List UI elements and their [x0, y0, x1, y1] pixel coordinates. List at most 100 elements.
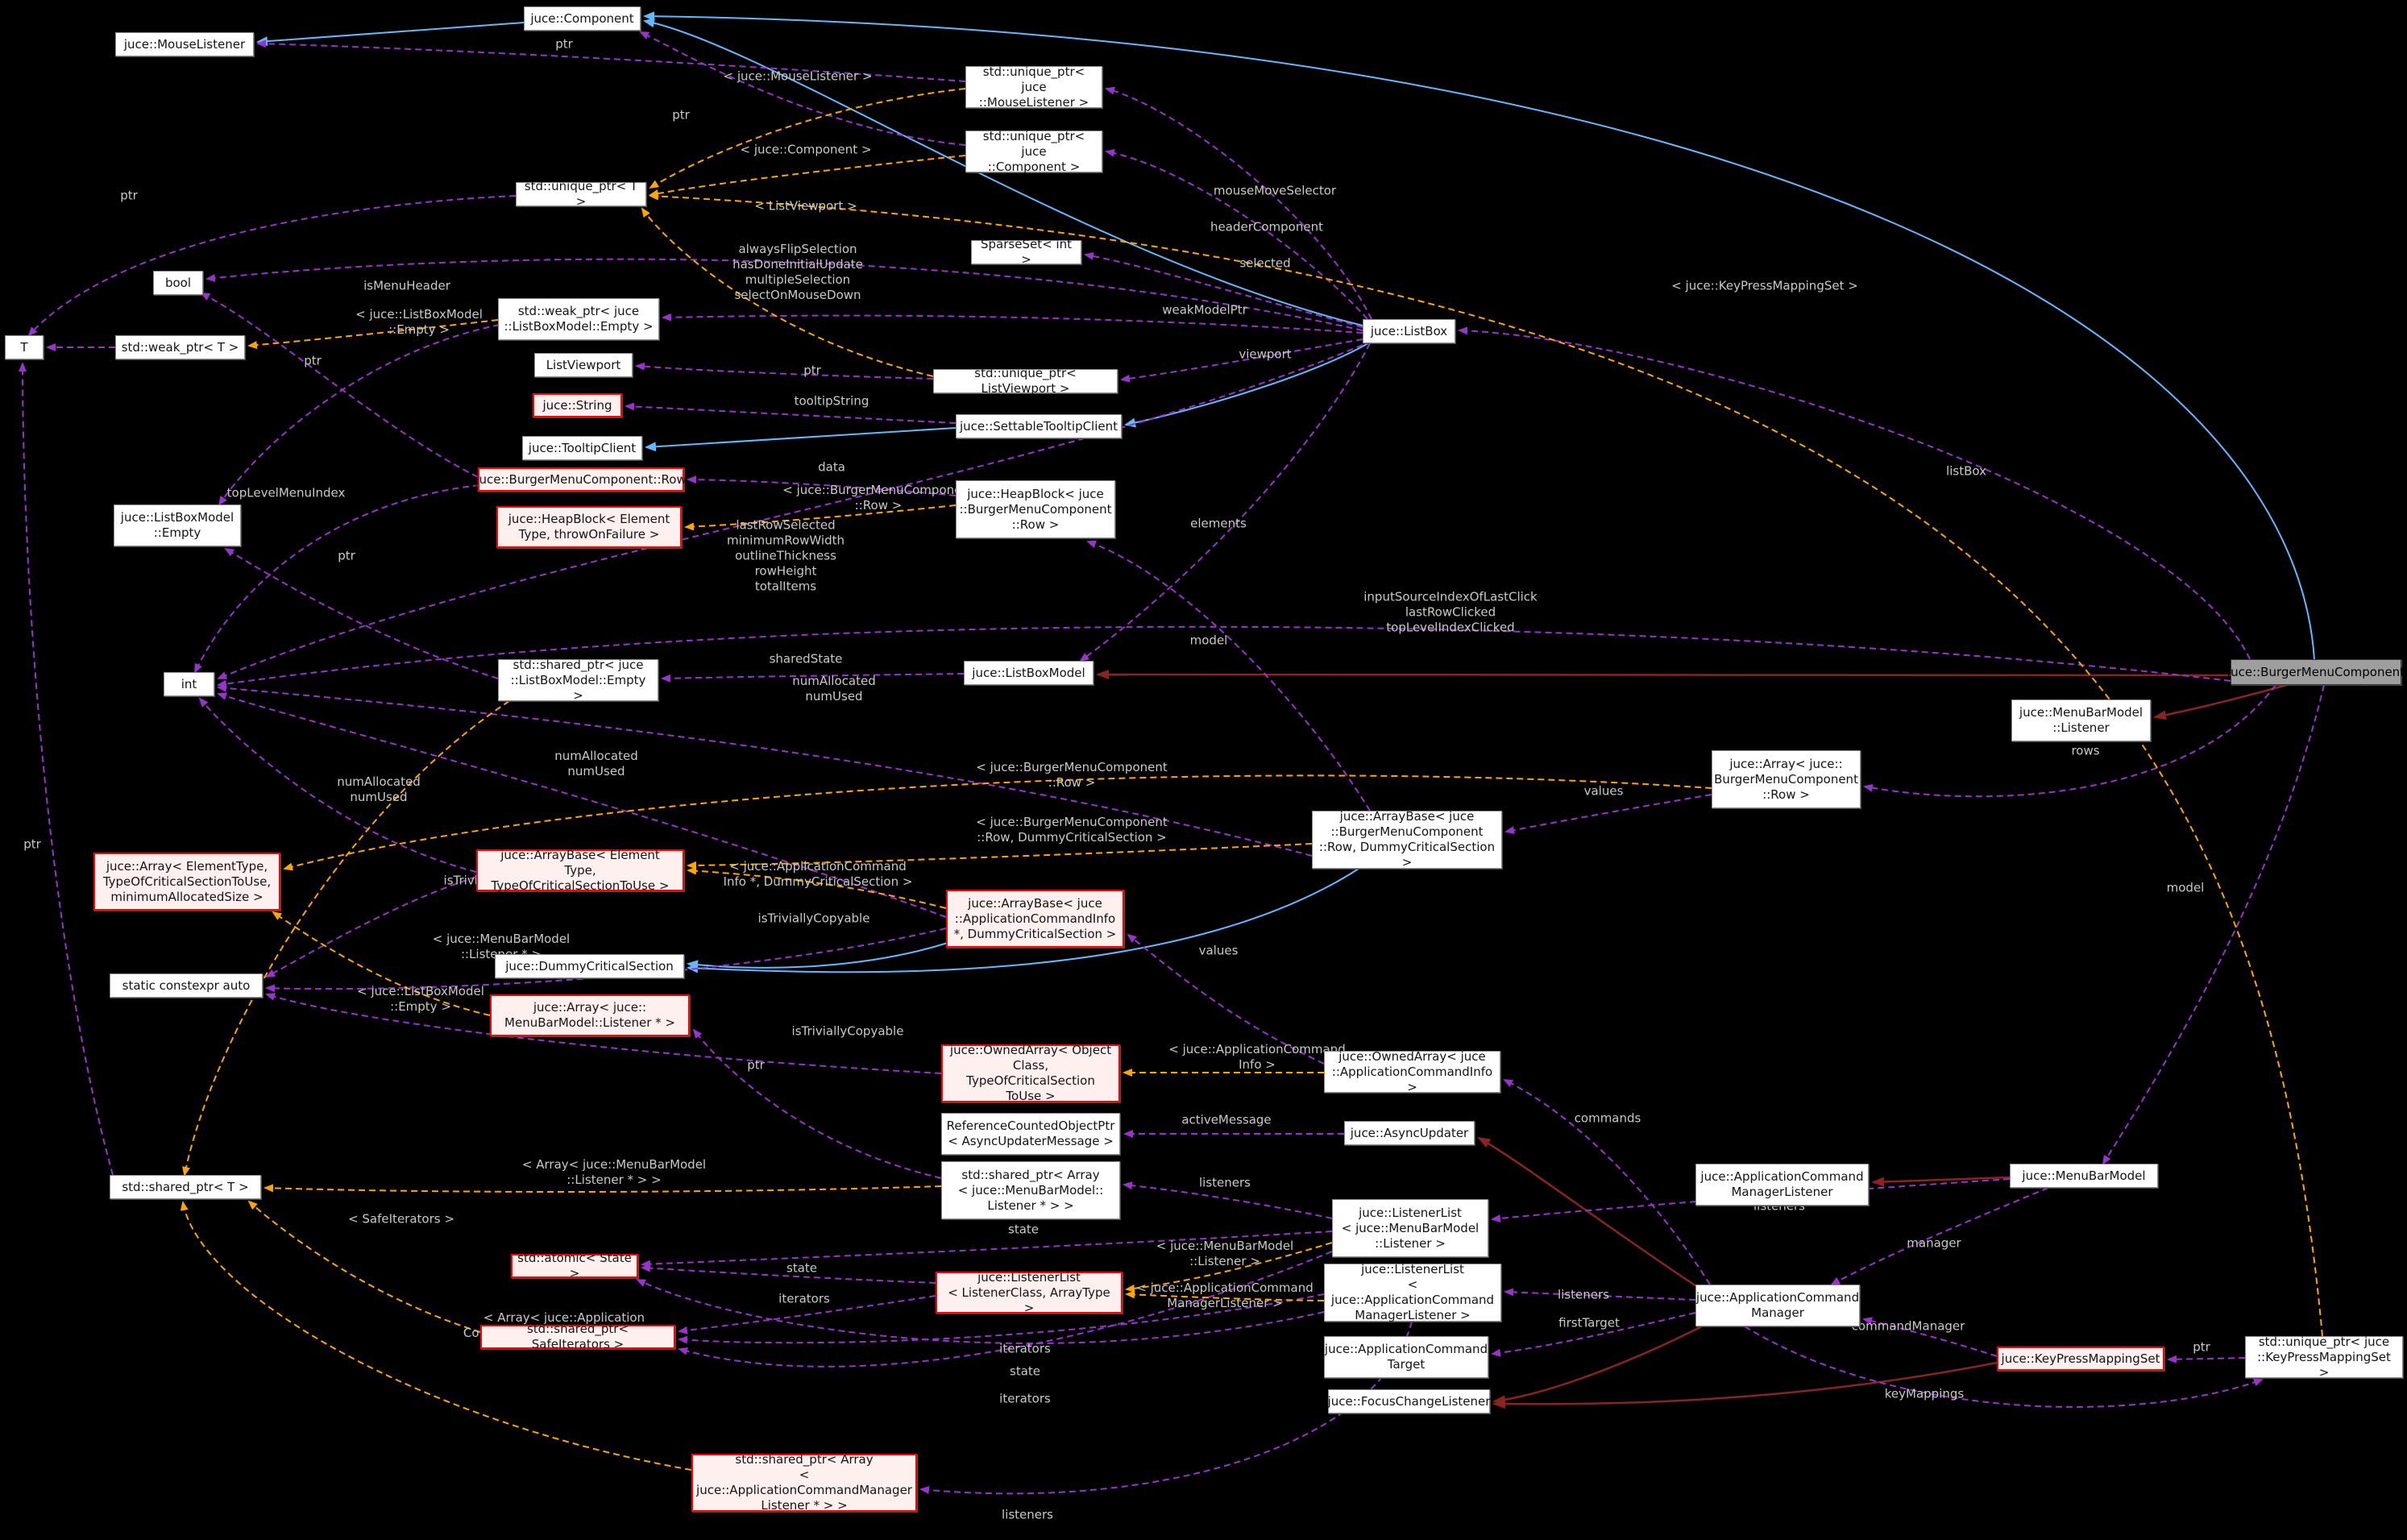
- edge-acm-to-uptr-kpms: [1744, 1326, 2264, 1408]
- edge-array-mbml-to-array-elementtype: [272, 911, 491, 1016]
- edge-sharedptr-empty-to-sharedptr-t: [182, 700, 510, 1177]
- class-node-array-mbml[interactable]: juce::Array< juce:: MenuBarModel::Listen…: [490, 994, 690, 1036]
- edge-arraybase-row-to-arraybase-elementtype: [687, 843, 1313, 870]
- class-node-arraybase-elementtype[interactable]: juce::ArrayBase< Element Type, TypeOfCri…: [476, 848, 684, 893]
- edge-uptr-listviewport-to-uptr-t: [641, 207, 934, 377]
- edge-arraybase-row-to-heapblock-row: [1086, 540, 1371, 812]
- class-node-sharedptr-safeiterators[interactable]: std::shared_ptr< SafeIterators >: [480, 1322, 675, 1351]
- class-node-ownedarray-t[interactable]: juce::OwnedArray< Object Class, TypeOfCr…: [941, 1043, 1120, 1103]
- class-node-focuschangelistener[interactable]: juce::FocusChangeListener: [1328, 1389, 1490, 1413]
- edge-heapblock-row-to-burgerrow: [687, 475, 957, 496]
- edge-ownedarray-aci-to-arraybase-aci: [1127, 933, 1325, 1065]
- edge-sharedptr-array-mbml-to-sharedptr-t: [264, 1184, 942, 1193]
- class-node-acm[interactable]: juce::ApplicationCommand Manager: [1695, 1285, 1860, 1326]
- class-node-uptr-listviewport[interactable]: std::unique_ptr< ListViewport >: [933, 366, 1118, 396]
- edge-listenerlist-mbml-to-sharedptr-safeiterators: [678, 1251, 1333, 1368]
- edge-sharedptr-safeiterators-to-sharedptr-t: [247, 1200, 481, 1333]
- class-node-keypressmappingset[interactable]: juce::KeyPressMappingSet: [1997, 1347, 2164, 1371]
- edge-listbox-to-uptr-mouselistener: [1105, 86, 1372, 320]
- class-node-weakptr-empty[interactable]: std::weak_ptr< juce ::ListBoxModel::Empt…: [498, 298, 659, 340]
- edge-acm-to-focuschangelistener: [1492, 1325, 1703, 1405]
- class-node-t[interactable]: T: [5, 335, 44, 359]
- class-node-uptr-component[interactable]: std::unique_ptr< juce ::Component >: [965, 129, 1102, 174]
- edge-arraybase-aci-to-dummycriticalsection: [687, 942, 948, 970]
- class-node-acml[interactable]: juce::ApplicationCommand ManagerListener: [1695, 1164, 1869, 1206]
- edge-keypressmappingset-to-acm: [1862, 1317, 1998, 1357]
- edge-listenerlist-mbml-to-listenerlist-generic: [1125, 1242, 1333, 1293]
- edge-listenerlist-acml-to-sharedptr-safeiterators: [678, 1293, 1325, 1344]
- class-node-sharedptr-array-mbml[interactable]: std::shared_ptr< Array < juce::MenuBarMo…: [941, 1161, 1120, 1219]
- edge-arraybase-aci-to-int: [217, 692, 947, 918]
- class-node-array-elementtype[interactable]: juce::Array< ElementType, TypeOfCritical…: [93, 853, 280, 911]
- edge-menubarmodel-to-acml: [1871, 1176, 2011, 1187]
- class-node-heapblock-row[interactable]: juce::HeapBlock< juce ::BurgerMenuCompon…: [956, 480, 1115, 538]
- edge-acm-to-ownedarray-aci: [1503, 1079, 1711, 1285]
- edge-sharedptr-array-acml-to-sharedptr-t: [180, 1201, 692, 1471]
- class-node-refcountedobjectptr[interactable]: ReferenceCountedObjectPtr < AsyncUpdater…: [941, 1113, 1120, 1155]
- class-node-sparseset[interactable]: SparseSet< int >: [971, 237, 1081, 267]
- class-node-arraybase-row[interactable]: juce::ArrayBase< juce ::BurgerMenuCompon…: [1312, 809, 1502, 870]
- edge-listbox-to-sparseset: [1084, 251, 1363, 328]
- edge-burgermenucomponent-to-int: [217, 625, 2231, 688]
- class-node-weakptr-t[interactable]: std::weak_ptr< T >: [115, 335, 245, 359]
- class-node-listviewport[interactable]: ListViewport: [534, 353, 633, 377]
- edge-arraybase-row-to-dummycriticalsection: [687, 868, 1359, 973]
- class-node-act[interactable]: juce::ApplicationCommand Target: [1324, 1336, 1488, 1378]
- edge-ownedarray-t-to-staticconstexprauto: [265, 993, 942, 1074]
- edge-menubarmodel-to-acm: [1830, 1187, 2049, 1285]
- class-node-burgermenucomponent[interactable]: juce::BurgerMenuComponent: [2227, 659, 2405, 685]
- edge-sharedptr-array-mbml-to-array-mbml: [692, 1028, 942, 1179]
- class-node-uptr-mouselistener[interactable]: std::unique_ptr< juce ::MouseListener >: [965, 64, 1102, 110]
- class-node-bool[interactable]: bool: [153, 271, 203, 295]
- class-node-listboxmodel-empty[interactable]: juce::ListBoxModel ::Empty: [114, 504, 241, 546]
- class-node-listboxmodel[interactable]: juce::ListBoxModel: [964, 661, 1094, 685]
- class-node-array-row[interactable]: juce::Array< juce:: BurgerMenuComponent …: [1712, 750, 1861, 808]
- class-node-listbox[interactable]: juce::ListBox: [1363, 319, 1455, 343]
- edge-component-to-mouselistener: [256, 22, 525, 47]
- class-node-heapblock-el[interactable]: juce::HeapBlock< Element Type, throwOnFa…: [496, 506, 682, 548]
- class-node-mouselistener[interactable]: juce::MouseListener: [115, 32, 254, 56]
- class-node-sharedptr-t[interactable]: std::shared_ptr< T >: [110, 1175, 261, 1199]
- edge-burgermenucomponent-to-menubarmodel-listener: [2153, 683, 2288, 720]
- edge-listbox-to-int: [217, 344, 1363, 679]
- edge-listenerlist-acml-to-atomic-state: [636, 1279, 1325, 1344]
- edge-acm-to-asyncupdater: [1477, 1136, 1699, 1289]
- class-node-staticconstexprauto[interactable]: static constexpr auto: [110, 973, 263, 998]
- edge-uptr-mouselistener-to-mouselistener: [256, 39, 966, 82]
- edge-menubarmodel-to-listenerlist-mbml: [1491, 1178, 2011, 1222]
- edge-listbox-to-component: [643, 18, 1363, 326]
- edge-uptr-component-to-uptr-t: [649, 155, 966, 197]
- class-node-tooltipclient[interactable]: juce::TooltipClient: [522, 436, 642, 460]
- edge-listenerlist-generic-to-atomic-state: [641, 1264, 936, 1284]
- edge-keypressmappingset-to-focuschangelistener: [1492, 1361, 1998, 1409]
- edge-uptr-mouselistener-to-uptr-t: [649, 88, 966, 189]
- class-node-dummycriticalsection[interactable]: juce::DummyCriticalSection: [495, 954, 684, 978]
- edge-listbox-to-uptr-listviewport: [1120, 338, 1363, 383]
- class-node-uptr-t[interactable]: std::unique_ptr< T >: [516, 179, 646, 209]
- class-node-menubarmodel-listener[interactable]: juce::MenuBarModel ::Listener: [2011, 699, 2151, 741]
- edge-heapblock-row-to-heapblock-el: [684, 504, 957, 531]
- edge-arraybase-elementtype-to-staticconstexprauto: [265, 876, 477, 978]
- class-node-arraybase-aci[interactable]: juce::ArrayBase< juce ::ApplicationComma…: [946, 890, 1124, 948]
- class-node-listenerlist-acml[interactable]: juce::ListenerList < juce::ApplicationCo…: [1324, 1262, 1501, 1322]
- class-node-ownedarray-aci[interactable]: juce::OwnedArray< juce ::ApplicationComm…: [1324, 1049, 1500, 1094]
- class-node-component[interactable]: juce::Component: [524, 6, 641, 31]
- class-node-sharedptr-array-acml[interactable]: std::shared_ptr< Array < juce::Applicati…: [691, 1452, 917, 1513]
- class-node-sharedptr-empty[interactable]: std::shared_ptr< juce ::ListBoxModel::Em…: [498, 658, 658, 703]
- edge-listbox-to-bool: [205, 258, 1363, 331]
- class-node-string[interactable]: juce::String: [533, 393, 622, 417]
- class-node-asyncupdater[interactable]: juce::AsyncUpdater: [1344, 1121, 1475, 1145]
- class-node-int[interactable]: int: [164, 672, 214, 696]
- class-node-listenerlist-mbml[interactable]: juce::ListenerList < juce::MenuBarModel …: [1332, 1199, 1488, 1257]
- class-node-menubarmodel[interactable]: juce::MenuBarModel: [2010, 1164, 2158, 1188]
- edge-uptr-listviewport-to-listviewport: [635, 362, 934, 380]
- class-node-listenerlist-generic[interactable]: juce::ListenerList < ListenerClass, Arra…: [936, 1270, 1123, 1315]
- class-node-settabletooltipclient[interactable]: juce::SettableTooltipClient: [956, 414, 1122, 438]
- class-node-atomic-state[interactable]: std::atomic< State >: [511, 1251, 638, 1281]
- edge-listbox-to-listboxmodel: [1079, 342, 1371, 662]
- class-node-burgerrow[interactable]: juce::BurgerMenuComponent::Row: [475, 467, 687, 492]
- edge-burgerrow-to-int: [194, 484, 480, 674]
- class-node-uptr-kpms[interactable]: std::unique_ptr< juce ::KeyPressMappingS…: [2245, 1335, 2403, 1380]
- edge-weakptr-empty-to-weakptr-t: [247, 319, 499, 350]
